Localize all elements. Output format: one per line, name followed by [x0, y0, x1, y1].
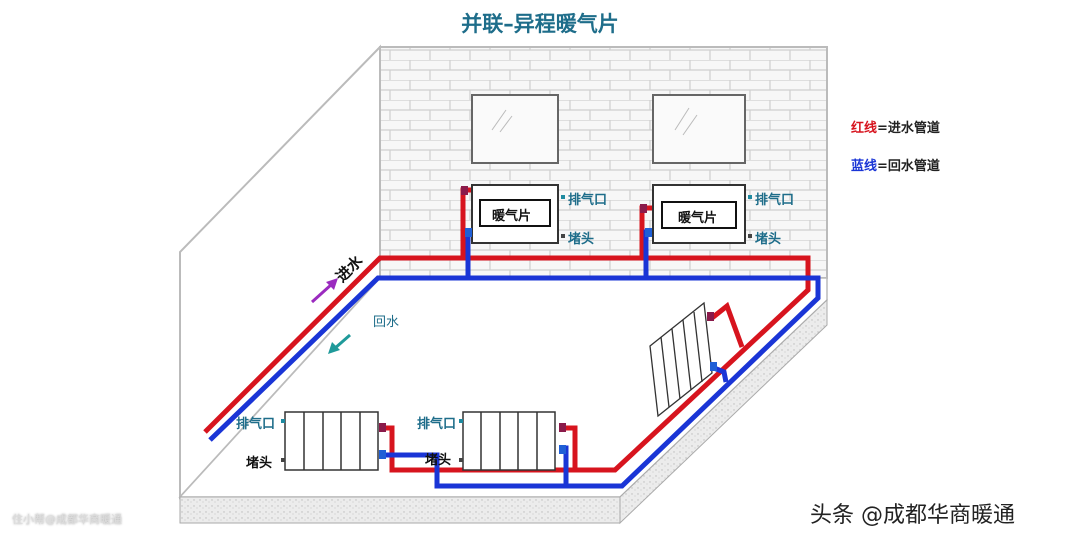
plug-label: 堵头	[755, 232, 782, 247]
plug-label: 堵头	[568, 232, 595, 247]
air-vent-icon	[561, 195, 565, 199]
radiator-label: 暖气片	[492, 209, 532, 224]
plug-icon	[748, 234, 752, 238]
air-vent-label: 排气口	[568, 193, 608, 208]
back-wall	[379, 46, 828, 279]
radiator-bottom-right	[459, 411, 556, 471]
air-vent-label: 排气口	[236, 417, 276, 432]
floor-slab-side	[619, 298, 828, 525]
air-vent-icon	[281, 419, 285, 423]
air-vent-label: 排气口	[755, 193, 795, 208]
legend-supply: 红线=进水管道	[851, 110, 940, 148]
supply-arrow-icon	[310, 278, 338, 304]
radiator-top-right	[652, 184, 752, 244]
air-vent-icon	[748, 195, 752, 199]
radiator-label: 暖气片	[678, 211, 718, 226]
watermark-left: 住小帮@成都华商暖通	[12, 513, 122, 526]
plug-label: 堵头	[425, 453, 452, 468]
legend-red-text: =进水管道	[877, 121, 940, 136]
valve-icons	[379, 186, 717, 459]
plug-icon	[561, 234, 565, 238]
watermark-right: 头条 @成都华商暖通	[810, 503, 1015, 528]
plug-icon	[459, 458, 463, 462]
legend-blue-text: =回水管道	[877, 159, 940, 174]
legend-red-label: 红线	[851, 121, 878, 136]
radiator-angled	[649, 301, 713, 418]
floor-slab-front	[179, 496, 621, 524]
air-vent-icon	[459, 419, 463, 423]
legend-blue-label: 蓝线	[851, 159, 878, 174]
legend: 红线=进水管道 蓝线=回水管道	[851, 110, 940, 186]
plug-icon	[281, 458, 285, 462]
window	[471, 94, 559, 164]
air-vent-label: 排气口	[417, 417, 457, 432]
radiator-bottom-left	[281, 411, 379, 471]
return-arrow-icon	[328, 333, 351, 354]
page-title: 并联–异程暖气片	[461, 12, 619, 36]
radiator-top-left	[471, 184, 565, 244]
return-label: 回水	[373, 315, 400, 330]
plug-label: 堵头	[246, 456, 273, 471]
legend-return: 蓝线=回水管道	[851, 148, 940, 186]
window	[652, 94, 746, 164]
